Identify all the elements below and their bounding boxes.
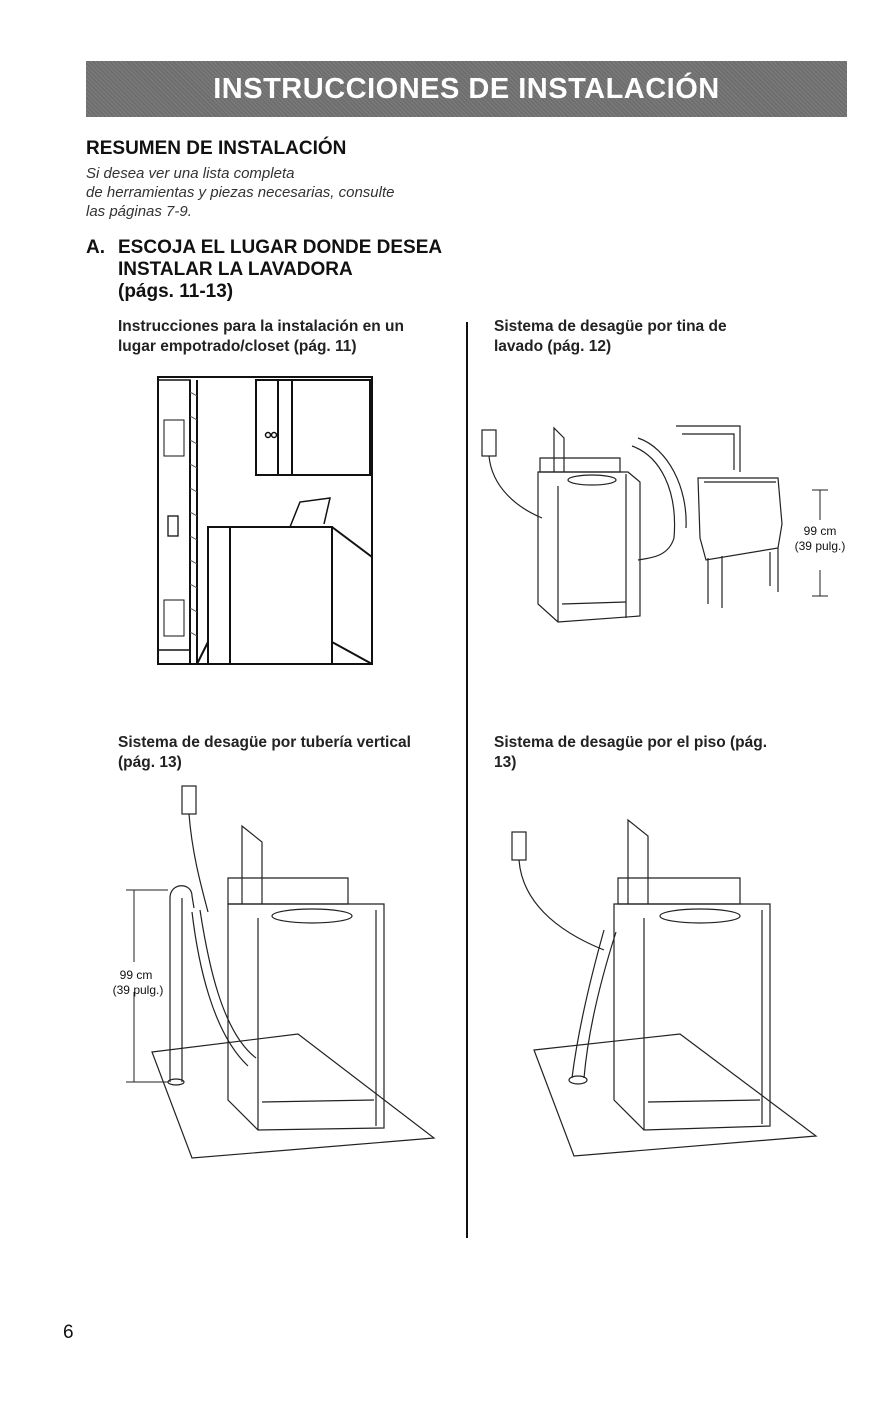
section-a-heading: A. ESCOJA EL LUGAR DONDE DESEA INSTALAR … — [86, 237, 466, 303]
section-title-line: INSTALAR LA LAVADORA — [118, 259, 353, 280]
section-letter: A. — [86, 237, 105, 258]
caption-line: 13) — [494, 754, 517, 771]
standpipe-height-sublabel: (39 pulg.) — [113, 983, 164, 997]
standpipe-illustration: 99 cm (39 pulg.) — [113, 785, 436, 1159]
tub-height-sublabel: (39 pulg.) — [795, 539, 846, 553]
caption-line: Sistema de desagüe por tina de — [494, 318, 727, 335]
page-number: 6 — [63, 1322, 74, 1343]
caption-standpipe: Sistema de desagüe por tubería vertical … — [118, 733, 411, 773]
caption-line: (pág. 13) — [118, 754, 182, 771]
summary-note-line: Si desea ver una lista completa — [86, 165, 295, 182]
page-banner: INSTRUCCIONES DE INSTALACIÓN — [86, 61, 847, 117]
standpipe-height-label: 99 cm — [120, 968, 153, 982]
caption-line: Instrucciones para la instalación en un — [118, 318, 404, 335]
summary-note: Si desea ver una lista completa de herra… — [86, 164, 395, 221]
caption-closet: Instrucciones para la instalación en un … — [118, 317, 404, 357]
caption-laundry-tub: Sistema de desagüe por tina de lavado (p… — [494, 317, 727, 357]
summary-heading: RESUMEN DE INSTALACIÓN — [86, 138, 347, 159]
caption-line: Sistema de desagüe por tubería vertical — [118, 734, 411, 751]
section-title-line: ESCOJA EL LUGAR DONDE DESEA — [118, 237, 443, 258]
caption-line: lugar empotrado/closet (pág. 11) — [118, 338, 357, 355]
caption-floor-drain: Sistema de desagüe por el piso (pág. 13) — [494, 733, 767, 773]
column-divider — [466, 322, 468, 1238]
section-title-line: (págs. 11-13) — [118, 281, 234, 302]
laundry-tub-illustration: 99 cm (39 pulg.) — [481, 425, 846, 623]
summary-note-line: las páginas 7-9. — [86, 203, 192, 220]
caption-line: lavado (pág. 12) — [494, 338, 612, 355]
floor-drain-illustration — [511, 818, 818, 1157]
banner-title: INSTRUCCIONES DE INSTALACIÓN — [213, 72, 720, 105]
closet-installation-illustration — [157, 376, 373, 665]
summary-note-line: de herramientas y piezas necesarias, con… — [86, 184, 395, 201]
tub-height-label: 99 cm — [804, 524, 837, 538]
caption-line: Sistema de desagüe por el piso (pág. — [494, 734, 768, 751]
